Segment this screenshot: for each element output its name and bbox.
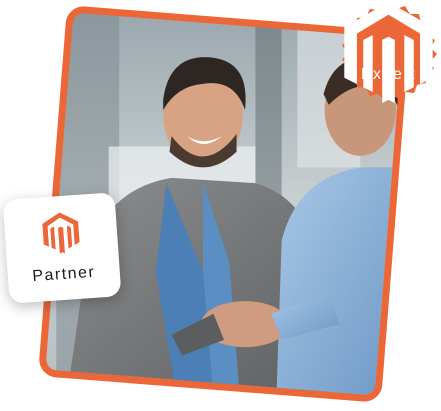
- magento-logo-icon: [344, 2, 433, 103]
- partner-label: Partner: [31, 263, 96, 286]
- expert-label: Expert: [360, 66, 417, 83]
- partner-badge: Partner: [2, 192, 122, 304]
- expert-badge: Expert: [338, 2, 439, 103]
- magento-logo-icon: [42, 212, 80, 254]
